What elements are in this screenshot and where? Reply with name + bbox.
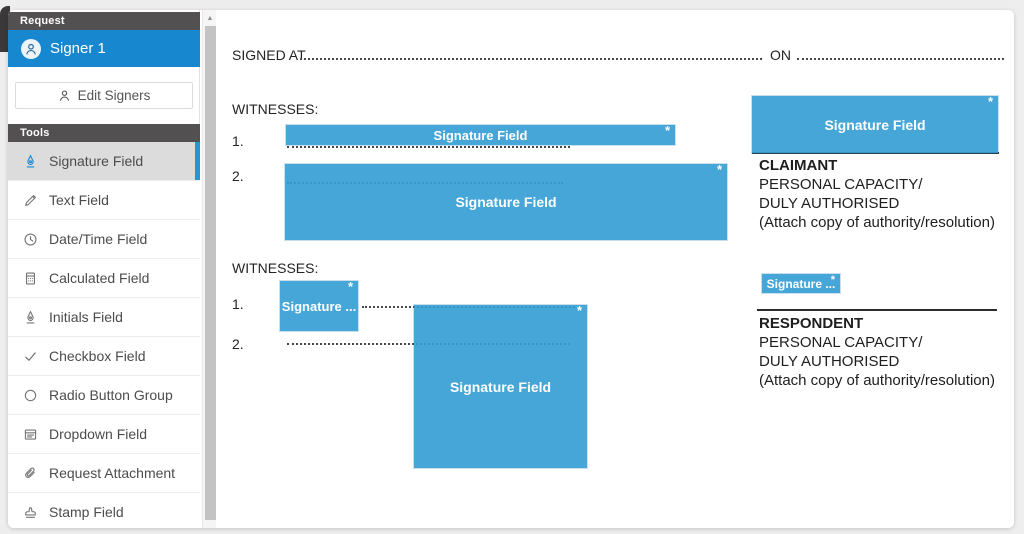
- required-marker: *: [347, 279, 353, 294]
- tool-label: Calculated Field: [49, 270, 150, 286]
- witness1-row2-number: 2.: [232, 168, 244, 184]
- document-page: SIGNED AT ON WITNESSES: 1. 2. CLAIMANT P…: [216, 10, 1014, 528]
- pencil-icon: [23, 193, 38, 208]
- pen-nib-icon: [23, 309, 38, 325]
- request-header: Request: [8, 12, 200, 30]
- claimant-line3: (Attach copy of authority/resolution): [759, 214, 995, 231]
- user-avatar-icon: [21, 38, 41, 59]
- respondent-line1: PERSONAL CAPACITY/: [759, 334, 923, 351]
- claimant-line1: PERSONAL CAPACITY/: [759, 176, 923, 193]
- required-marker: *: [664, 123, 670, 138]
- tool-text-field[interactable]: Text Field: [8, 181, 200, 220]
- tool-label: Stamp Field: [49, 504, 124, 520]
- witness2-row1-number: 1.: [232, 296, 244, 312]
- claimant-text-block: CLAIMANT PERSONAL CAPACITY/ DULY AUTHORI…: [759, 156, 995, 232]
- window-corner-accent: [0, 6, 10, 52]
- tool-calculated-field[interactable]: Calculated Field: [8, 259, 200, 298]
- witness1-row1-dotted-line: [287, 146, 570, 148]
- tool-label: Request Attachment: [49, 465, 176, 481]
- on-label: ON: [770, 47, 791, 63]
- stamp-icon: [23, 505, 38, 520]
- respondent-signature-line: [757, 309, 997, 311]
- paperclip-icon: [23, 466, 38, 481]
- witness1-row2-signature-field[interactable]: Signature Field *: [285, 162, 727, 240]
- claimant-line2: DULY AUTHORISED: [759, 195, 900, 212]
- respondent-signature-field[interactable]: Signature ... *: [762, 274, 840, 293]
- clock-icon: [23, 232, 38, 247]
- tool-radio-button-group[interactable]: Radio Button Group: [8, 376, 200, 415]
- app-window: Request Signer 1 Edit Signers Tools: [8, 10, 1014, 528]
- tool-label: Date/Time Field: [49, 231, 148, 247]
- tool-label: Signature Field: [49, 153, 144, 169]
- witness2-row1-signature-field[interactable]: Signature ... *: [280, 279, 358, 331]
- signed-at-dotted-line: [300, 58, 762, 60]
- tool-dropdown-field[interactable]: Dropdown Field: [8, 415, 200, 454]
- tool-label: Radio Button Group: [49, 387, 173, 403]
- required-marker: *: [576, 303, 582, 318]
- edit-signers-label: Edit Signers: [77, 88, 151, 103]
- tool-stamp-field[interactable]: Stamp Field: [8, 493, 200, 528]
- witness2-row2-signature-field[interactable]: Signature Field *: [414, 303, 587, 468]
- respondent-text-block: RESPONDENT PERSONAL CAPACITY/ DULY AUTHO…: [759, 314, 995, 390]
- tool-label: Initials Field: [49, 309, 123, 325]
- tool-signature-field[interactable]: Signature Field: [8, 142, 200, 181]
- required-marker: *: [987, 94, 993, 109]
- checkmark-icon: [23, 349, 38, 364]
- tool-label: Text Field: [49, 192, 109, 208]
- edit-signers-button[interactable]: Edit Signers: [15, 82, 193, 109]
- dropdown-list-icon: [23, 427, 38, 442]
- tool-label: Checkbox Field: [49, 348, 146, 364]
- claimant-title: CLAIMANT: [759, 157, 838, 174]
- signer-1-item[interactable]: Signer 1: [8, 30, 200, 67]
- pen-nib-icon: [23, 153, 38, 169]
- tool-request-attachment[interactable]: Request Attachment: [8, 454, 200, 493]
- respondent-title: RESPONDENT: [759, 315, 864, 332]
- user-icon: [58, 89, 71, 102]
- respondent-line2: DULY AUTHORISED: [759, 353, 900, 370]
- left-panel: Request Signer 1 Edit Signers Tools: [8, 10, 200, 528]
- on-dotted-line: [797, 58, 1004, 60]
- tool-checkbox-field[interactable]: Checkbox Field: [8, 337, 200, 376]
- tool-initials-field[interactable]: Initials Field: [8, 298, 200, 337]
- calculator-icon: [23, 271, 38, 286]
- signed-at-label: SIGNED AT: [232, 47, 306, 63]
- claimant-signature-field[interactable]: Signature Field *: [752, 94, 998, 153]
- tools-header: Tools: [8, 124, 200, 142]
- scrollbar-up-arrow-icon[interactable]: ▲: [206, 15, 214, 22]
- witness1-row1-number: 1.: [232, 133, 244, 149]
- witnesses-heading-1: WITNESSES:: [232, 101, 319, 117]
- required-marker: *: [716, 162, 722, 177]
- required-marker: *: [830, 274, 835, 286]
- tools-list: Signature Field Text Field: [8, 142, 200, 528]
- witnesses-heading-2: WITNESSES:: [232, 260, 319, 276]
- radio-circle-icon: [23, 388, 38, 403]
- sidebar-scrollbar[interactable]: ▲: [202, 10, 216, 528]
- tool-label: Dropdown Field: [49, 426, 148, 442]
- scrollbar-thumb[interactable]: [204, 26, 216, 520]
- claimant-signature-line: [752, 152, 999, 154]
- signer-label: Signer 1: [50, 40, 106, 57]
- tool-datetime-field[interactable]: Date/Time Field: [8, 220, 200, 259]
- respondent-line3: (Attach copy of authority/resolution): [759, 372, 995, 389]
- witness1-row1-signature-field[interactable]: Signature Field *: [286, 123, 675, 145]
- witness2-row2-number: 2.: [232, 336, 244, 352]
